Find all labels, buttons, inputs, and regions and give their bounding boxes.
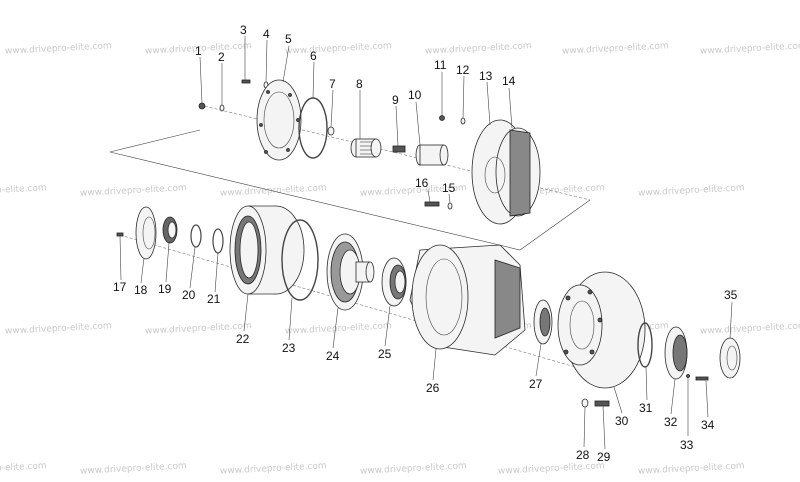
bearing <box>533 299 553 345</box>
end-cap <box>719 337 741 379</box>
callout-31: 31 <box>639 401 653 415</box>
seal-ring <box>664 326 688 380</box>
snap-ring <box>190 224 202 248</box>
axis-line-lower <box>119 234 621 381</box>
washer-part <box>460 117 466 125</box>
callout-17: 17 <box>113 280 127 294</box>
callout-5: 5 <box>285 32 292 46</box>
callout-18: 18 <box>134 283 148 297</box>
washer-part <box>219 104 225 112</box>
callout-12: 12 <box>456 63 470 77</box>
callout-3: 3 <box>240 23 247 37</box>
callout-25: 25 <box>378 347 392 361</box>
sleeve-part <box>415 144 449 166</box>
bolt-part <box>198 102 206 110</box>
callout-24: 24 <box>326 349 340 363</box>
callout-20: 20 <box>182 288 196 302</box>
callout-2: 2 <box>218 50 225 64</box>
callout-14: 14 <box>502 74 516 88</box>
callout-35: 35 <box>724 288 738 302</box>
callout-11: 11 <box>434 58 447 72</box>
callout-4: 4 <box>263 27 270 41</box>
callout-13: 13 <box>479 69 493 83</box>
callout-6: 6 <box>310 49 317 63</box>
washer-part <box>447 202 453 210</box>
sun-gear-carrier <box>326 233 375 311</box>
small-ring <box>327 126 335 136</box>
callout-21: 21 <box>207 292 221 306</box>
callout-8: 8 <box>356 77 363 91</box>
lock-plate <box>135 206 157 260</box>
lock-nut <box>162 216 178 244</box>
callout-19: 19 <box>158 282 172 296</box>
bolt-part <box>241 79 251 84</box>
screw-part <box>686 374 709 381</box>
callout-9: 9 <box>392 93 399 107</box>
o-ring <box>298 97 328 159</box>
callout-16: 16 <box>415 176 429 190</box>
assembly-frame <box>109 151 591 251</box>
input-shaft <box>350 138 382 158</box>
o-ring <box>281 219 319 301</box>
planetary-carrier <box>471 119 541 225</box>
wheel-bolt <box>581 398 610 408</box>
callout-34: 34 <box>701 418 715 432</box>
bolt-part <box>424 201 440 207</box>
callout-28: 28 <box>576 448 590 462</box>
frame-edge <box>109 129 201 153</box>
bolt-part <box>439 115 445 121</box>
spring-part <box>392 145 406 153</box>
snap-ring <box>212 228 224 254</box>
callout-27: 27 <box>529 377 543 391</box>
bearing <box>381 257 407 307</box>
callout-30: 30 <box>615 414 629 428</box>
callout-10: 10 <box>408 88 422 102</box>
brake-disc <box>557 271 646 389</box>
callout-1: 1 <box>195 44 202 58</box>
callout-26: 26 <box>426 381 440 395</box>
leader-lines <box>119 36 733 450</box>
callout-29: 29 <box>597 450 611 464</box>
callout-15: 15 <box>442 181 456 195</box>
ring-gear <box>229 205 305 295</box>
callout-23: 23 <box>282 341 296 355</box>
cover-plate <box>256 79 302 161</box>
callout-32: 32 <box>664 415 678 429</box>
hub-housing <box>409 244 526 356</box>
callout-33: 33 <box>680 438 694 452</box>
callout-22: 22 <box>236 332 250 346</box>
callout-7: 7 <box>329 77 336 91</box>
o-ring <box>637 322 653 368</box>
pin-part <box>116 232 124 237</box>
